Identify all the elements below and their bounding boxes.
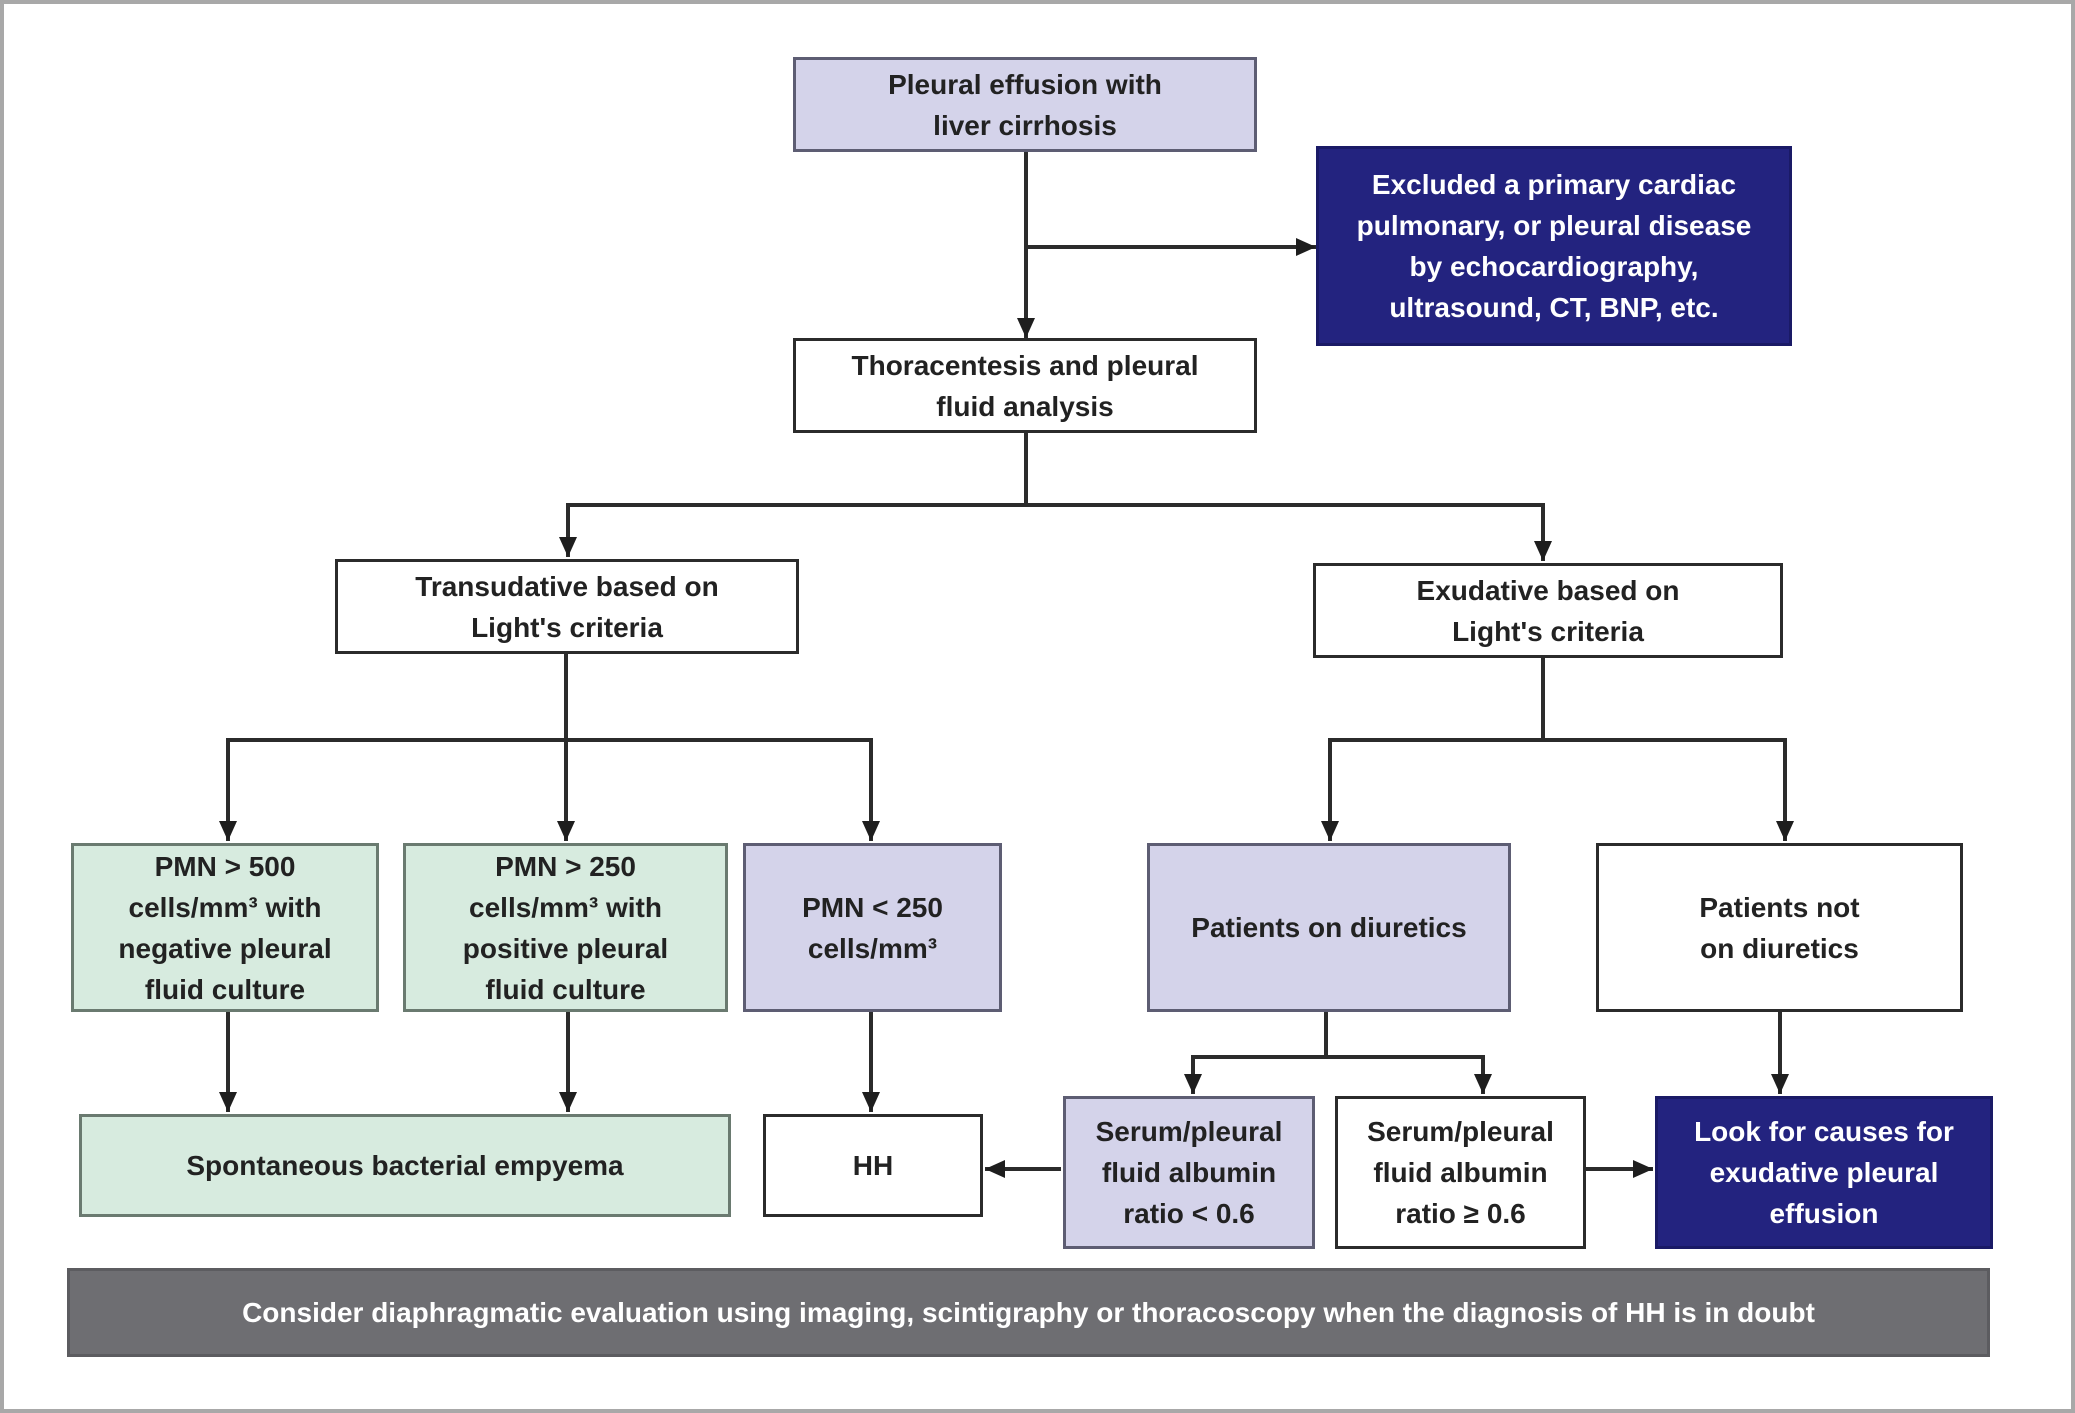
link-to-diuretics xyxy=(1321,738,1543,841)
patients-not-on-diuretics-node: Patients not on diuretics xyxy=(1596,843,1963,1012)
excluded-disease-label: Excluded a primary cardiac pulmonary, or… xyxy=(1356,169,1752,323)
diaphragmatic-evaluation-text: Consider diaphragmatic evaluation using … xyxy=(242,1296,1815,1328)
pmn-250-positive-node: PMN > 250 cells/mm³ with positive pleura… xyxy=(403,843,728,1012)
spontaneous-bacterial-empyema-label: Spontaneous bacterial empyema xyxy=(186,1150,624,1181)
excluded-disease-node: Excluded a primary cardiac pulmonary, or… xyxy=(1316,146,1792,346)
look-for-causes-label: Look for causes for exudative pleural ef… xyxy=(1694,1116,1954,1229)
patients-not-on-diuretics-label: Patients not on diuretics xyxy=(1699,891,1860,964)
link-to-ratio-lt xyxy=(1184,1055,1326,1094)
pmn-less-250-label: PMN < 250 cells/mm³ xyxy=(802,891,943,964)
hh-label: HH xyxy=(852,1150,894,1181)
albumin-ratio-less-node: Serum/pleural fluid albumin ratio < 0.6 xyxy=(1063,1096,1315,1249)
start-node-label: Pleural effusion with liver cirrhosis xyxy=(888,68,1162,141)
start-node: Pleural effusion with liver cirrhosis xyxy=(793,57,1257,152)
pmn-250-positive-label: PMN > 250 cells/mm³ with positive pleura… xyxy=(462,850,669,1005)
patients-on-diuretics-node: Patients on diuretics xyxy=(1147,843,1511,1012)
exudative-node: Exudative based on Light's criteria xyxy=(1313,563,1783,658)
albumin-ratio-less-label: Serum/pleural fluid albumin ratio < 0.6 xyxy=(1095,1116,1283,1229)
exudative-label: Exudative based on Light's criteria xyxy=(1416,574,1680,647)
albumin-ratio-greater-node: Serum/pleural fluid albumin ratio ≥ 0.6 xyxy=(1335,1096,1586,1249)
transudative-node: Transudative based on Light's criteria xyxy=(335,559,799,654)
thoracentesis-node: Thoracentesis and pleural fluid analysis xyxy=(793,338,1257,433)
link-to-pmn250lt xyxy=(566,738,880,841)
link-to-exudative xyxy=(1026,503,1552,561)
look-for-causes-node: Look for causes for exudative pleural ef… xyxy=(1655,1096,1993,1249)
link-to-transudative xyxy=(559,503,1026,557)
thoracentesis-label: Thoracentesis and pleural fluid analysis xyxy=(851,349,1199,422)
albumin-ratio-greater-label: Serum/pleural fluid albumin ratio ≥ 0.6 xyxy=(1367,1116,1554,1229)
pmn-500-label: PMN > 500 cells/mm³ with negative pleura… xyxy=(118,850,332,1005)
diaphragmatic-evaluation-note: Consider diaphragmatic evaluation using … xyxy=(67,1268,1990,1357)
hh-node: HH xyxy=(763,1114,983,1217)
pmn-less-250-node: PMN < 250 cells/mm³ xyxy=(743,843,1002,1012)
link-to-no-diuretics xyxy=(1543,738,1794,841)
spontaneous-bacterial-empyema-node: Spontaneous bacterial empyema xyxy=(79,1114,731,1217)
patients-on-diuretics-label: Patients on diuretics xyxy=(1191,912,1467,943)
link-to-ratio-ge xyxy=(1326,1055,1492,1094)
pmn-500-node: PMN > 500 cells/mm³ with negative pleura… xyxy=(71,843,379,1012)
transudative-label: Transudative based on Light's criteria xyxy=(415,570,719,643)
link-to-pmn500 xyxy=(219,738,566,841)
